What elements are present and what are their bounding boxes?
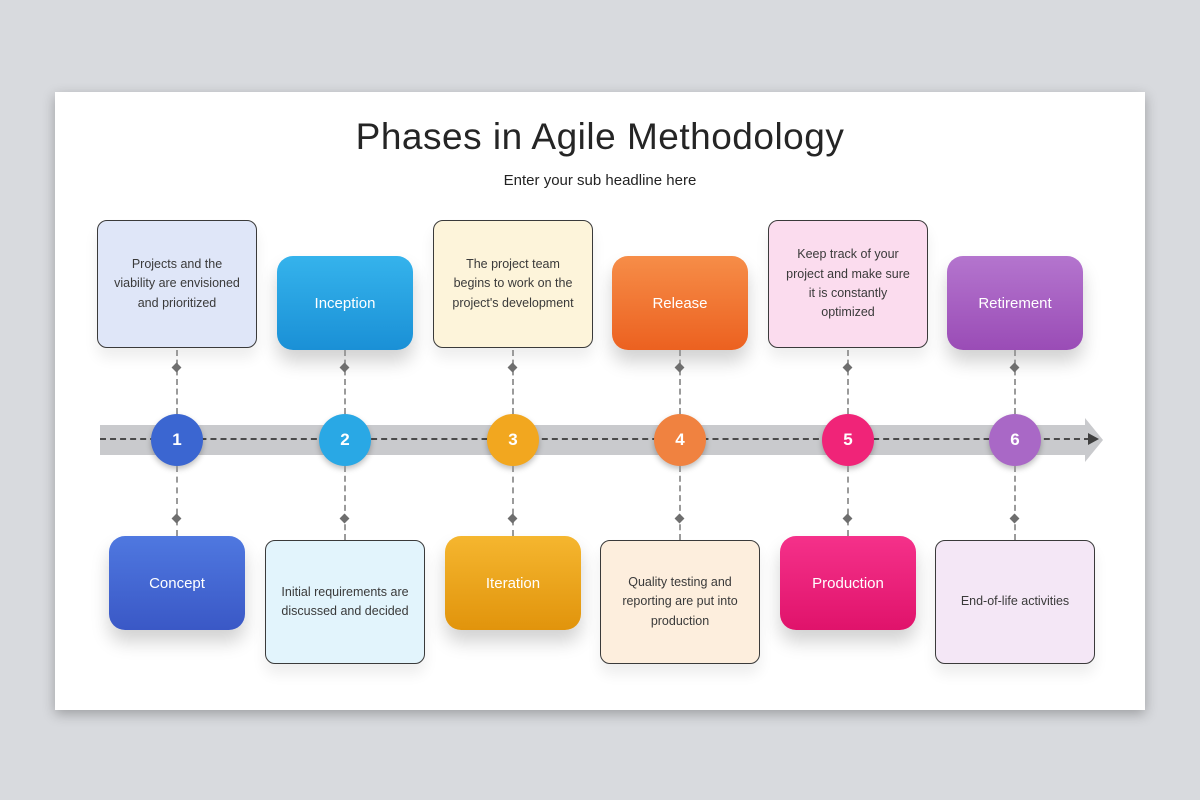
phase-6-stage-card: Retirement bbox=[947, 256, 1083, 350]
phase-2-top-connector bbox=[344, 350, 346, 414]
phase-5-bottom-connector bbox=[847, 466, 849, 536]
phase-3-bottom-diamond-icon bbox=[507, 513, 518, 524]
phase-4-number: 4 bbox=[675, 430, 685, 449]
phase-6-top-connector bbox=[1014, 350, 1016, 414]
phase-2-description-text: Initial requirements are discussed and d… bbox=[281, 584, 409, 618]
phase-3-bottom-connector bbox=[512, 466, 514, 536]
phase-2-top-diamond-icon bbox=[339, 362, 350, 373]
phase-3-top-connector bbox=[512, 350, 514, 414]
phase-4-marker: 4 bbox=[654, 414, 706, 466]
phase-6-bottom-diamond-icon bbox=[1009, 513, 1020, 524]
timeline-dashed-line bbox=[100, 438, 1090, 440]
phase-3-marker: 3 bbox=[487, 414, 539, 466]
phase-2-stage-card: Inception bbox=[277, 256, 413, 350]
phase-1-stage-card: Concept bbox=[109, 536, 245, 630]
phase-1-number: 1 bbox=[172, 430, 182, 449]
phase-5-bottom-diamond-icon bbox=[842, 513, 853, 524]
phase-4-bottom-connector bbox=[679, 466, 681, 540]
phase-2-marker: 2 bbox=[319, 414, 371, 466]
phase-1-stage-label: Concept bbox=[149, 574, 205, 592]
phase-6-description-card: End-of-life activities bbox=[935, 540, 1095, 664]
phase-2-number: 2 bbox=[340, 430, 350, 449]
phase-2-stage-label: Inception bbox=[314, 294, 376, 312]
phase-5-number: 5 bbox=[843, 430, 853, 449]
phase-6-bottom-connector bbox=[1014, 466, 1016, 540]
phase-4-description-card: Quality testing and reporting are put in… bbox=[600, 540, 760, 664]
phase-1-description-card: Projects and the viability are envisione… bbox=[97, 220, 257, 348]
phase-6-marker: 6 bbox=[989, 414, 1041, 466]
phase-1-marker: 1 bbox=[151, 414, 203, 466]
phase-5-stage-card: Production bbox=[780, 536, 916, 630]
phase-3-number: 3 bbox=[508, 430, 518, 449]
phase-1-top-connector bbox=[176, 350, 178, 414]
phase-2-bottom-connector bbox=[344, 466, 346, 540]
phase-4-top-diamond-icon bbox=[674, 362, 685, 373]
phase-4-top-connector bbox=[679, 350, 681, 414]
phase-6-description-text: End-of-life activities bbox=[960, 594, 1070, 609]
phase-3-stage-card: Iteration bbox=[445, 536, 581, 630]
phase-1-description-text: Projects and the viability are envisione… bbox=[114, 256, 240, 310]
page-title: Phases in Agile Methodology bbox=[355, 116, 845, 157]
phase-3-stage-label: Iteration bbox=[485, 574, 541, 592]
page-subtitle: Enter your sub headline here bbox=[503, 172, 697, 189]
phase-5-description-text: Keep track of your project and make sure… bbox=[786, 247, 910, 320]
phase-5-top-connector bbox=[847, 350, 849, 414]
phase-6-number: 6 bbox=[1010, 430, 1020, 449]
timeline-arrow-icon bbox=[1088, 433, 1099, 445]
phase-5-marker: 5 bbox=[822, 414, 874, 466]
phase-2-bottom-diamond-icon bbox=[339, 513, 350, 524]
phase-3-top-diamond-icon bbox=[507, 362, 518, 373]
phase-5-stage-label: Production bbox=[812, 574, 884, 592]
phase-4-bottom-diamond-icon bbox=[674, 513, 685, 524]
phase-3-description-text: The project team begins to work on the p… bbox=[452, 256, 574, 310]
slide: Phases in Agile Methodology Enter your s… bbox=[55, 92, 1145, 710]
phase-6-top-diamond-icon bbox=[1009, 362, 1020, 373]
phase-4-description-text: Quality testing and reporting are put in… bbox=[622, 574, 738, 628]
phase-1-bottom-diamond-icon bbox=[171, 513, 182, 524]
phase-6-stage-label: Retirement bbox=[978, 294, 1052, 312]
phase-1-top-diamond-icon bbox=[171, 362, 182, 373]
phase-1-bottom-connector bbox=[176, 466, 178, 536]
phase-3-description-card: The project team begins to work on the p… bbox=[433, 220, 593, 348]
phase-4-stage-card: Release bbox=[612, 256, 748, 350]
phase-4-stage-label: Release bbox=[652, 294, 708, 312]
phase-2-description-card: Initial requirements are discussed and d… bbox=[265, 540, 425, 664]
timeline-band bbox=[100, 425, 1085, 455]
phase-5-description-card: Keep track of your project and make sure… bbox=[768, 220, 928, 348]
phase-5-top-diamond-icon bbox=[842, 362, 853, 373]
